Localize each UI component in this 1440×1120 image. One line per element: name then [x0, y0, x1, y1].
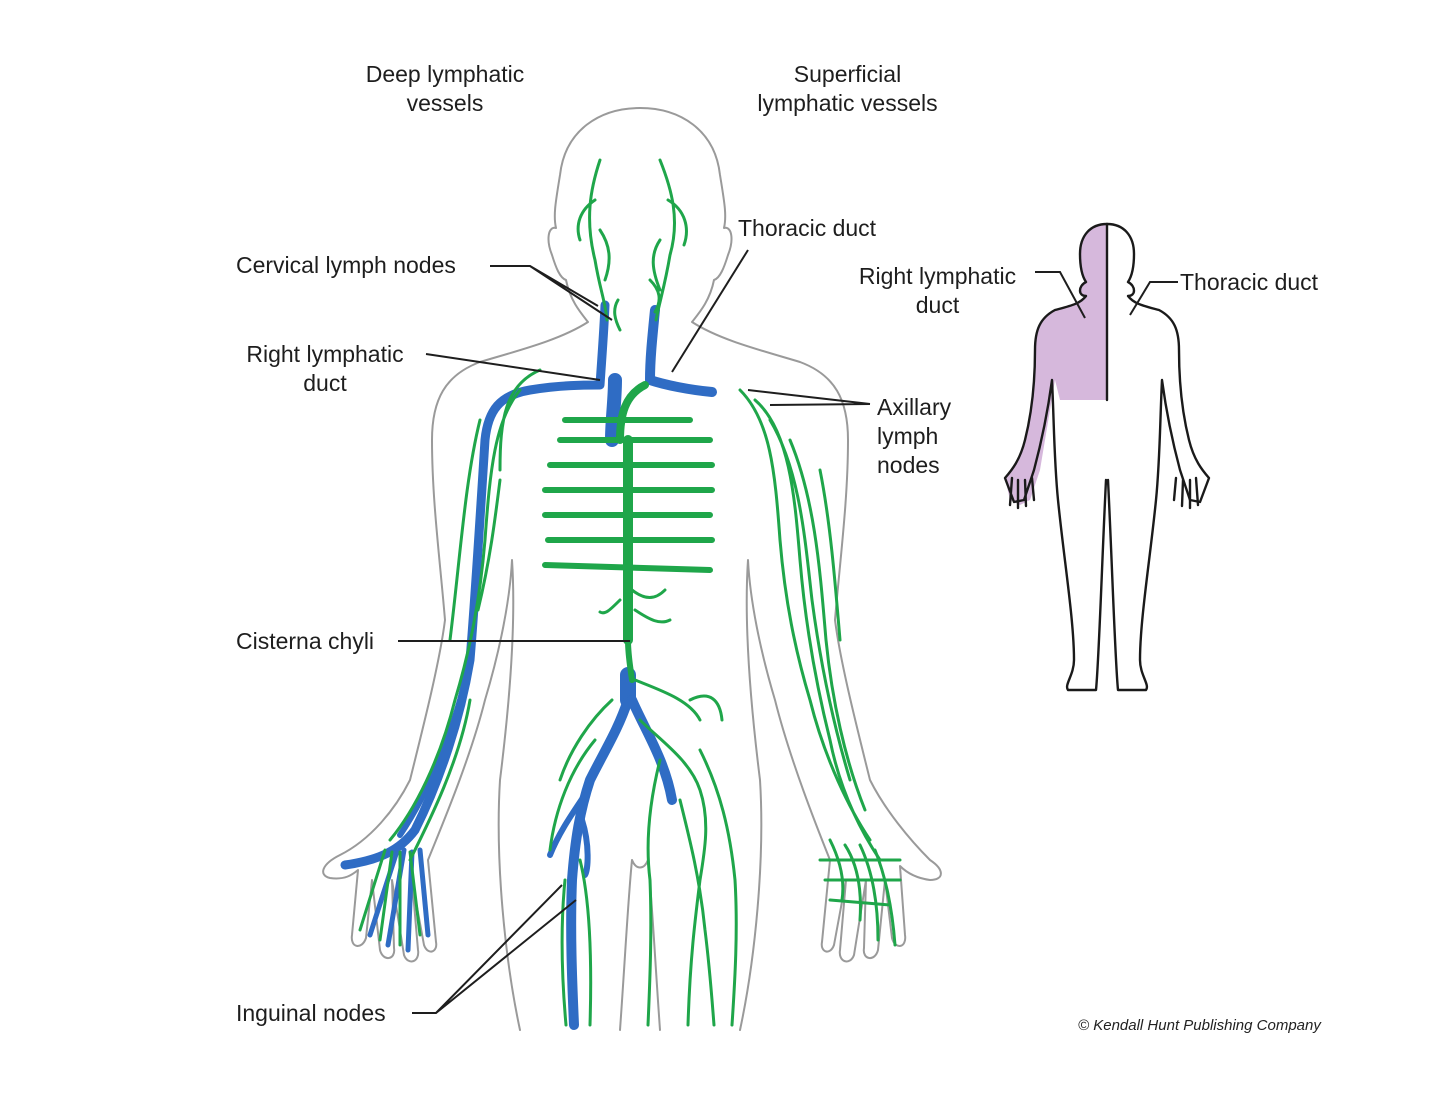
axillary-nodes-label-line1: Axillary — [877, 394, 952, 420]
inset-right-lymphatic-duct-label-line2: duct — [915, 292, 960, 318]
axillary-nodes-label-line2: lymph — [877, 423, 939, 449]
inset-right-lymphatic-duct-label: Right lymphatic duct — [840, 262, 1035, 320]
superficial-vessels-label: Superficial lymphatic vessels — [735, 60, 960, 118]
right-lymphatic-duct-label-line1: Right lymphatic — [246, 341, 404, 367]
thoracic-duct-label: Thoracic duct — [738, 215, 877, 241]
deep-vessels-label-line2: vessels — [406, 90, 484, 116]
leader-lines — [398, 249, 871, 1014]
inset-thoracic-duct-label: Thoracic duct — [1180, 269, 1319, 295]
superficial-vessels-label-line1: Superficial — [793, 61, 902, 87]
axillary-nodes-label-line3: nodes — [877, 452, 940, 478]
inguinal-nodes-label: Inguinal nodes — [236, 1000, 386, 1026]
deep-vessels-label: Deep lymphatic vessels — [340, 60, 550, 118]
main-body-outline — [322, 107, 942, 1031]
right-lymphatic-duct-label: Right lymphatic duct — [230, 340, 420, 398]
inset-figure — [1003, 222, 1211, 692]
right-duct-drainage-region — [1005, 224, 1107, 505]
superficial-vessels-label-line2: lymphatic vessels — [757, 90, 938, 116]
axillary-nodes-label: Axillary lymph nodes — [877, 393, 951, 480]
inset-right-lymphatic-duct-label-line1: Right lymphatic — [858, 263, 1017, 289]
cisterna-chyli-label: Cisterna chyli — [236, 628, 375, 654]
cervical-nodes-label: Cervical lymph nodes — [236, 252, 456, 278]
copyright-credit: © Kendall Hunt Publishing Company — [1078, 1017, 1321, 1034]
superficial-lymphatic-vessels — [358, 158, 902, 1027]
deep-lymphatic-vessels — [340, 300, 717, 1030]
deep-vessels-label-line1: Deep lymphatic — [365, 61, 525, 87]
right-lymphatic-duct-label-line2: duct — [303, 370, 347, 396]
